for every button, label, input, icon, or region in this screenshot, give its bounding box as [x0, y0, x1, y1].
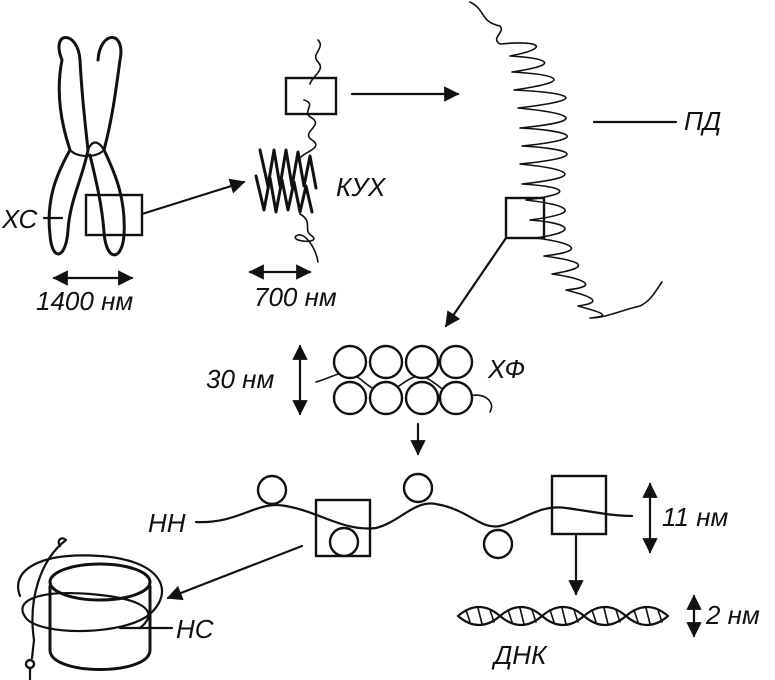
nucleosome-thread-drawing: [194, 472, 634, 560]
dna-label: ДНК: [491, 640, 548, 670]
dna-height-label: 2 нм: [705, 600, 760, 630]
loop-domains-drawing: [469, 1, 663, 319]
chromosome-width-label: 1400 нм: [36, 286, 133, 316]
dna-helix-drawing: [456, 605, 670, 627]
loop-domains-zoom-box: [504, 196, 546, 240]
nucleosome-zoom-box: [314, 498, 372, 558]
chromosome-label: ХС: [1, 204, 37, 234]
fibril-height-label: 30 нм: [206, 364, 274, 394]
nucleosome-drawing: [17, 537, 164, 680]
condensed-zoom-box: [284, 76, 338, 116]
nucleosome-label: НС: [176, 614, 214, 644]
loop-domains-label: ПД: [684, 106, 721, 136]
nucleosome-thread-label: НН: [148, 508, 186, 538]
chromosome-zoom-box: [84, 193, 144, 237]
dna-zoom-box: [550, 474, 608, 536]
chromosome-drawing: [47, 36, 126, 257]
condensed-width-label: 700 нм: [254, 282, 337, 312]
thread-height-label: 11 нм: [662, 502, 729, 532]
arrow-to-condensed: [140, 178, 246, 216]
condensed-section-drawing: [254, 39, 322, 263]
arrow-to-fibril: [444, 236, 508, 328]
condensed-section-label: КУХ: [336, 172, 387, 202]
fibril-drawing: [315, 344, 493, 416]
arrow-to-nucleosome: [166, 544, 304, 601]
fibril-label: ХФ: [487, 354, 525, 384]
